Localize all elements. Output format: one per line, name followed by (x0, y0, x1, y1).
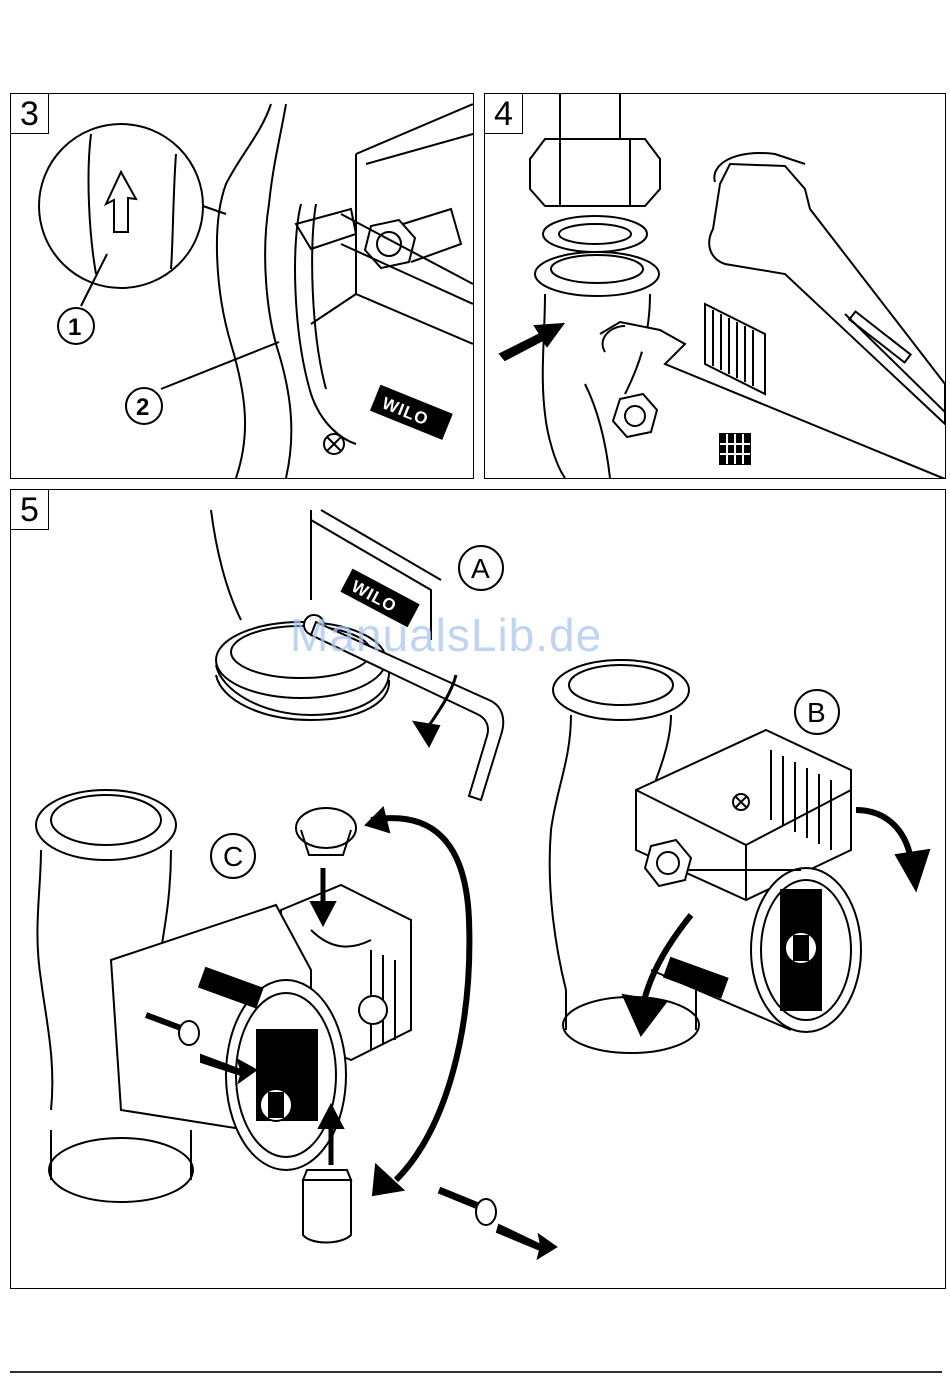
watermark: ManualsLib.de (290, 608, 602, 662)
callout-1: 1 (68, 314, 81, 341)
step-b-drawing: B (550, 660, 929, 1053)
figure-panel-4: 4 (484, 93, 946, 479)
wrench-mounting-illustration (485, 94, 945, 478)
figure-panel-3: 3 WILO (10, 93, 474, 479)
panel-number: 3 (11, 94, 49, 134)
step-label-c: C (223, 841, 243, 872)
step-c-drawing: C (36, 790, 556, 1258)
panel-number: 4 (485, 94, 523, 134)
pump-direction-illustration: WILO 1 2 (11, 94, 473, 478)
callout-2: 2 (136, 394, 149, 421)
step-label-a: A (471, 553, 490, 584)
step-label-b: B (807, 697, 826, 728)
panel-number: 5 (11, 490, 49, 530)
footer-divider (10, 1371, 942, 1373)
